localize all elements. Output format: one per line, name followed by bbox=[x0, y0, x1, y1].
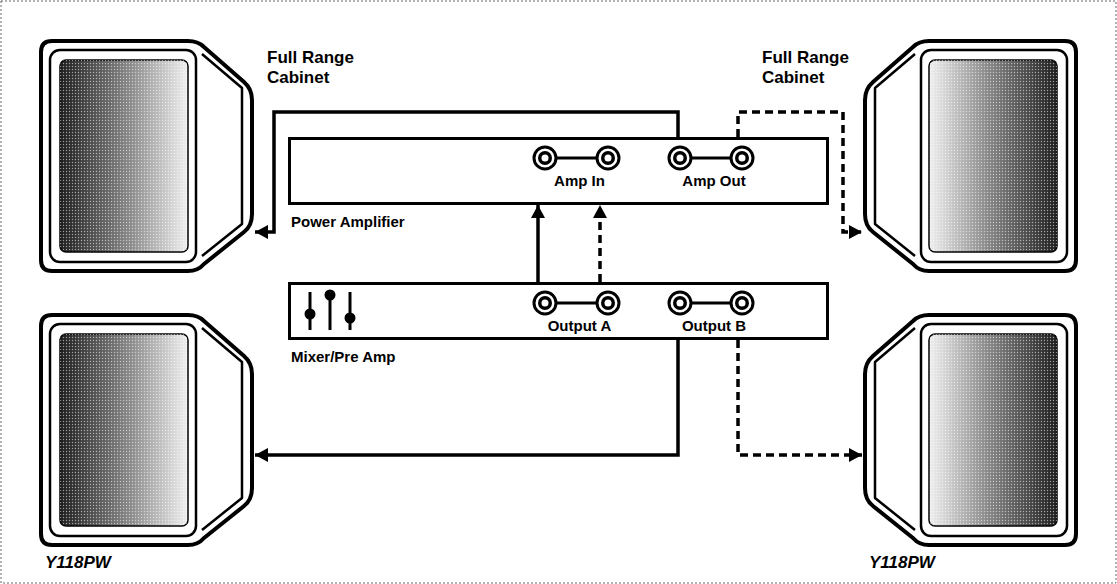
dashed-signal-line bbox=[738, 340, 862, 455]
cabinet-outline bbox=[862, 312, 1079, 548]
box-heading: Mixer/Pre Amp bbox=[291, 348, 395, 365]
jack-label: Output A bbox=[548, 317, 612, 334]
box-heading: Power Amplifier bbox=[291, 213, 405, 230]
speaker-cabinet: Full Range Cabinet bbox=[862, 38, 1079, 274]
speaker-cabinet: Y118PW bbox=[862, 312, 1079, 548]
cabinet-label: Full Range Cabinet bbox=[762, 48, 862, 87]
power-amplifier-box: Power AmplifierAmp InAmp Out bbox=[288, 137, 829, 205]
mixer-box: Mixer/Pre AmpOutput AOutput B bbox=[288, 282, 829, 340]
speaker-cabinet: Y118PW bbox=[38, 312, 255, 548]
speaker-cabinet: Full Range Cabinet bbox=[38, 38, 255, 274]
signal-line bbox=[536, 205, 540, 282]
jack-label: Amp In bbox=[554, 172, 605, 189]
signal-line bbox=[255, 112, 678, 232]
cabinet-outline bbox=[38, 312, 255, 548]
jack-label: Amp Out bbox=[682, 172, 745, 189]
model-label: Y118PW bbox=[869, 553, 935, 573]
jack-label: Output B bbox=[682, 317, 746, 334]
amp-jacks bbox=[534, 147, 753, 169]
cabinet-outline bbox=[862, 38, 1079, 274]
dashed-signal-line bbox=[598, 205, 602, 282]
cabinet-label: Full Range Cabinet bbox=[267, 48, 367, 87]
signal-line bbox=[255, 340, 678, 455]
cabinet-outline bbox=[38, 38, 255, 274]
mixer-jacks bbox=[534, 292, 753, 314]
model-label: Y118PW bbox=[45, 553, 111, 573]
dashed-signal-line bbox=[738, 112, 862, 232]
fader-symbols bbox=[305, 290, 356, 331]
